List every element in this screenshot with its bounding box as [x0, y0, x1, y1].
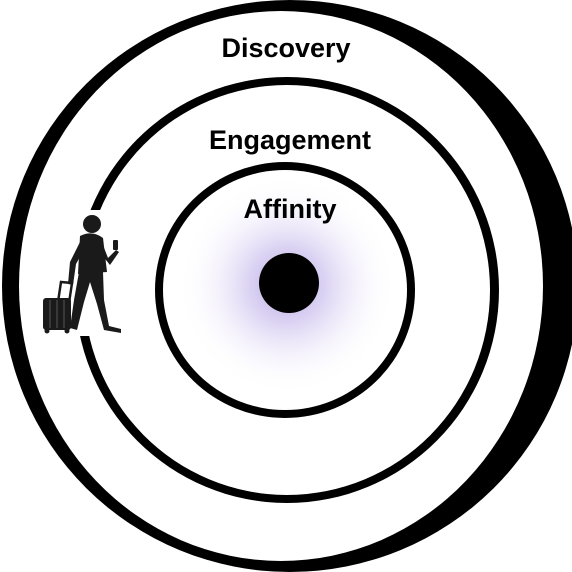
engagement-label: Engagement [209, 125, 371, 155]
center-dot-icon [259, 253, 319, 313]
affinity-label: Affinity [244, 194, 337, 224]
traveler-with-suitcase-icon [33, 210, 133, 336]
discovery-label: Discovery [221, 33, 350, 63]
